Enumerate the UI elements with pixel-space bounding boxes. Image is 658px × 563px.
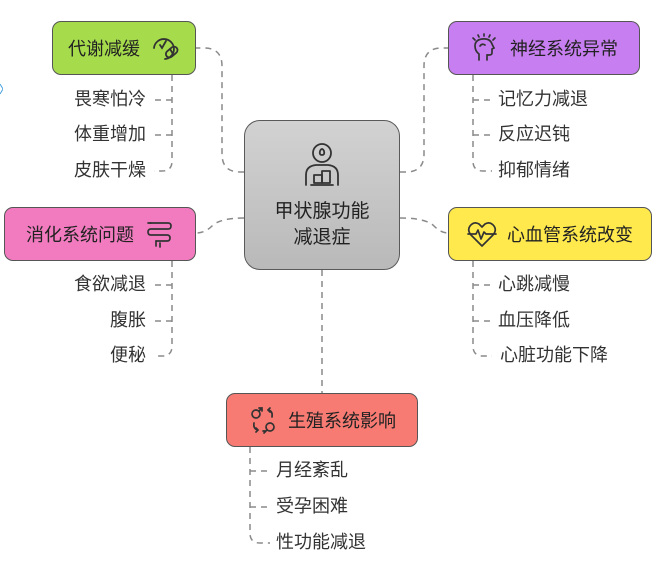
digestive-label: 消化系统问题: [26, 225, 134, 246]
center-title-line1: 甲状腺功能: [274, 199, 370, 222]
brain-icon: [470, 33, 500, 63]
edge-marker: [0, 84, 3, 94]
gender-icon: [248, 405, 278, 435]
digestive-node[interactable]: 消化系统问题: [4, 207, 196, 261]
metabolic-node[interactable]: 代谢减缓: [52, 21, 196, 75]
center-title-line2: 减退症: [293, 225, 351, 248]
reproductive-item: 性功能减退: [276, 532, 366, 553]
reproductive-item: 月经紊乱: [276, 460, 348, 481]
cardio-item: 心脏功能下降: [500, 345, 608, 366]
nervous-node[interactable]: 神经系统异常: [448, 21, 640, 75]
reproductive-item: 受孕困难: [276, 496, 348, 517]
cardio-label: 心血管系统改变: [507, 225, 633, 246]
nervous-label: 神经系统异常: [510, 39, 618, 60]
digestive-item: 便秘: [110, 345, 146, 366]
cardio-node[interactable]: 心血管系统改变: [448, 207, 652, 261]
link-digestive: [195, 217, 245, 234]
person-icon: [302, 141, 342, 194]
metabolic-item: 皮肤干燥: [74, 160, 146, 181]
pill-icon: [150, 33, 180, 63]
nervous-item: 记忆力减退: [498, 89, 588, 110]
link-cardio: [399, 217, 449, 234]
nervous-item: 反应迟钝: [498, 124, 570, 145]
link-nervous: [400, 47, 448, 173]
heartbeat-icon: [467, 220, 497, 248]
cardio-item: 心跳减慢: [498, 274, 570, 295]
stomach-icon: [144, 219, 174, 249]
digestive-item: 腹胀: [110, 310, 146, 331]
cardio-item: 血压降低: [498, 310, 570, 331]
reproductive-node[interactable]: 生殖系统影响: [226, 393, 418, 447]
center-node[interactable]: 甲状腺功能 减退症: [244, 120, 400, 270]
metabolic-item: 体重增加: [74, 124, 146, 145]
nervous-item: 抑郁情绪: [498, 160, 570, 181]
link-metabolic: [196, 47, 244, 173]
metabolic-item: 畏寒怕冷: [74, 89, 146, 110]
reproductive-label: 生殖系统影响: [288, 411, 396, 432]
digestive-item: 食欲减退: [74, 274, 146, 295]
metabolic-label: 代谢减缓: [68, 39, 140, 60]
